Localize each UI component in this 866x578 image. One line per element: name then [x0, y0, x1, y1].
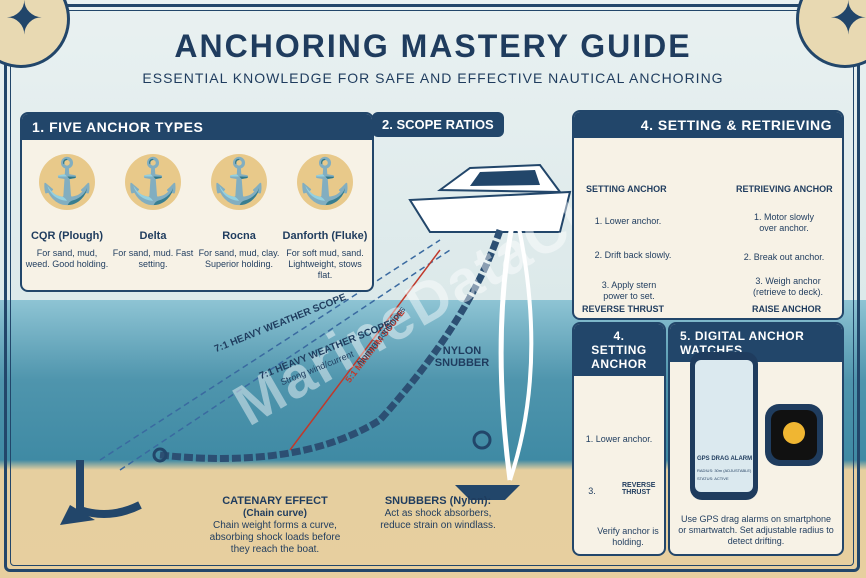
snubber-callout: SNUBBERS (Nylon): Act as shock absorbers…: [378, 495, 498, 532]
setting-step: 1. Lower anchor.: [594, 216, 662, 226]
retrieving-anchor-title: RETRIEVING ANCHOR: [736, 184, 833, 194]
anchor-type-name: Rocna: [222, 230, 256, 242]
panel-heading: 4. SETTING ANCHOR: [574, 324, 664, 376]
anchor-types-panel: 1. FIVE ANCHOR TYPES ⚓ CQR (Plough) For …: [20, 112, 374, 292]
retrieving-step: 3. Weigh anchor (retrieve to deck).: [752, 276, 824, 297]
anchor-type-card: ⚓ Rocna For sand, mud, clay. Superior ho…: [196, 154, 282, 270]
retrieving-step: 2. Break out anchor.: [743, 252, 825, 262]
setting-retrieving-panel: 4. SETTING & RETRIEVING SETTING ANCHOR R…: [572, 110, 844, 320]
delta-anchor-icon: ⚓: [125, 154, 181, 210]
setting-step: 1. Lower anchor.: [585, 434, 653, 444]
reverse-thrust-label: REVERSE THRUST: [582, 304, 665, 314]
catenary-callout: CATENARY EFFECT (Chain curve) Chain weig…: [200, 495, 350, 556]
retrieving-step: 1. Motor slowly over anchor.: [753, 212, 815, 233]
anchor-type-name: Delta: [139, 230, 167, 242]
phone-screen: GPS DRAG ALARM RADIUS: 30m (ADJUSTABLE) …: [695, 360, 753, 492]
reverse-thrust-label: REVERSE THRUST: [622, 482, 656, 496]
anchor-chain: [159, 228, 504, 462]
page-subtitle: ESSENTIAL KNOWLEDGE FOR SAFE AND EFFECTI…: [142, 70, 724, 86]
cqr-anchor-icon: ⚓: [39, 154, 95, 210]
heavy-scope-line-2: [119, 249, 451, 471]
rocna-anchor-icon: ⚓: [211, 154, 267, 210]
digital-desc: Use GPS drag alarms on smartphone or sma…: [678, 514, 834, 546]
panel-heading: 1. FIVE ANCHOR TYPES: [22, 114, 372, 140]
snubber-desc: Act as shock absorbers, reduce strain on…: [380, 508, 496, 531]
anchor-type-desc: For sand, mud, clay. Superior holding.: [198, 248, 280, 269]
minimum-scope-line: [289, 249, 441, 451]
alarm-radius: RADIUS: 30m (ADJUSTABLE): [697, 468, 752, 473]
setting-anchor-title: SETTING ANCHOR: [586, 184, 667, 194]
anchor-type-name: Danforth (Fluke): [282, 230, 368, 242]
catenary-title: CATENARY EFFECT: [222, 495, 328, 507]
nylon-snubber-label: NYLON SNUBBER: [434, 345, 490, 369]
raise-anchor-label: RAISE ANCHOR: [752, 304, 822, 314]
yacht-icon: [408, 163, 572, 233]
catenary-desc: Chain weight forms a curve, absorbing sh…: [209, 520, 341, 555]
anchor-type-card: ⚓ CQR (Plough) For sand, mud, weed. Good…: [24, 154, 110, 270]
danforth-anchor-icon: ⚓: [297, 154, 353, 210]
anchor-type-card: ⚓ Danforth (Fluke) For soft mud, sand. L…: [282, 154, 368, 281]
setting-step: 2. Drift back slowly.: [594, 250, 672, 260]
alarm-status: STATUS: ACTIVE: [697, 476, 729, 481]
anchor-type-desc: For sand, mud. Fast setting.: [112, 248, 194, 269]
setting-step: 3.: [588, 486, 596, 496]
anchor-type-card: ⚓ Delta For sand, mud. Fast setting.: [110, 154, 196, 270]
nylon-snubber-rope: [498, 209, 518, 481]
setting-anchor-panel: 4. SETTING ANCHOR 1. Lower anchor. 3. RE…: [572, 322, 666, 556]
alarm-title: GPS DRAG ALARM: [697, 456, 753, 462]
outer-frame: [4, 4, 860, 572]
catenary-subtitle: (Chain curve): [243, 508, 307, 519]
setting-step: Verify anchor is holding.: [597, 526, 659, 547]
panel-heading: 4. SETTING & RETRIEVING: [574, 112, 842, 138]
watch-screen: [771, 410, 817, 460]
anchor-type-desc: For sand, mud, weed. Good holding.: [25, 248, 109, 269]
bell-icon: [783, 422, 805, 444]
inner-frame: [10, 10, 854, 566]
smartwatch-icon: [765, 404, 823, 466]
anchor-icon: [60, 447, 168, 525]
anchor-type-name: CQR (Plough): [30, 230, 104, 242]
small-anchor-icon: [455, 430, 520, 500]
setting-step: 3. Apply stern power to set.: [601, 280, 657, 301]
scope-ratios-heading: 2. SCOPE RATIOS: [372, 112, 504, 137]
page-title: ANCHORING MASTERY GUIDE: [174, 28, 692, 64]
anchor-type-desc: For soft mud, sand. Lightweight, stows f…: [286, 248, 364, 280]
snubber-title: SNUBBERS (Nylon):: [384, 495, 492, 507]
smartphone-icon: GPS DRAG ALARM RADIUS: 30m (ADJUSTABLE) …: [690, 352, 758, 500]
heavy-scope-line: [99, 239, 441, 461]
